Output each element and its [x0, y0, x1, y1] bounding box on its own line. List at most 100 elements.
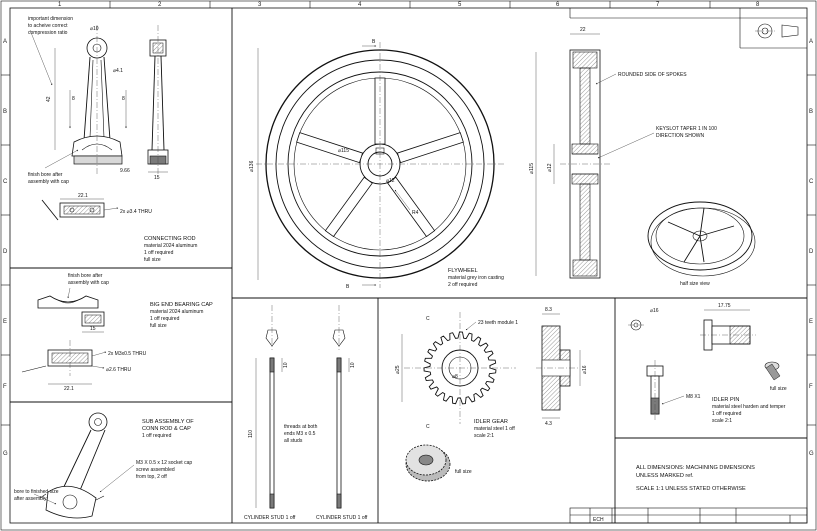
- conrod-holes-note: 2x ⌀3.4 THRU: [120, 209, 152, 215]
- row-label-d: D: [3, 249, 8, 255]
- cap-hole2-note: ⌀2.6 THRU: [106, 367, 132, 373]
- row-label-c: C: [3, 179, 8, 185]
- col-label-3: 3: [258, 2, 262, 8]
- col-label-4: 4: [358, 2, 362, 8]
- gear-width-dim: 8.3: [545, 307, 552, 313]
- row-label-a: A: [3, 39, 7, 45]
- cap-width-dim: 15: [90, 326, 96, 332]
- flywheel-note-direction: DIRECTION SHOWN: [656, 133, 704, 139]
- stud-length-dim: 110: [248, 430, 254, 438]
- idler-gear-isometric-view: full size: [405, 444, 472, 482]
- conrod-material: material 2024 aluminum: [144, 243, 197, 249]
- conrod-length-dim: 42: [46, 96, 52, 102]
- note-line-1: ALL DIMENSIONS: MACHINING DIMENSIONS: [636, 465, 755, 471]
- cap-holes-note: 2x M3x0.5 THRU: [108, 351, 147, 357]
- flywheel-note-keyslot: KEYSLOT TAPER 1 IN 100: [656, 126, 717, 132]
- gear-scale: scale 2:1: [474, 433, 494, 439]
- subassy-required: 1 off required: [142, 433, 172, 439]
- pin-scale: scale 2:1: [712, 418, 732, 424]
- row-label-a-right: A: [809, 39, 813, 45]
- gear-bore-dim: ⌀8: [452, 374, 458, 380]
- subassy-note-screws: M3 X 0.5 x 12 socket cap: [136, 460, 192, 466]
- note-line-2: UNLESS MARKED ref.: [636, 473, 694, 479]
- flywheel-section-view: 22 ⌀12 ⌀115 ROUNDED SIDE OF SPOKES KEYSL…: [529, 27, 717, 279]
- cap-scale: full size: [150, 323, 167, 329]
- cap-note-finish-bore: finish bore after: [68, 273, 103, 279]
- conrod-b-dim: 22.1: [78, 193, 88, 199]
- gear-hub-dim: ⌀16: [582, 365, 588, 374]
- flywheel-rim-dim: ⌀115: [338, 148, 349, 154]
- flywheel-spoke: [396, 132, 464, 164]
- flywheel-bore-dim: ⌀12: [386, 178, 395, 184]
- flywheel-note-spokes: ROUNDED SIDE OF SPOKES: [618, 72, 687, 78]
- stud-label-b: CYLINDER STUD 1 off: [316, 515, 368, 521]
- pin-iso-caption: full size: [770, 386, 787, 392]
- gear-face-dim: 4.3: [545, 421, 552, 427]
- flywheel-isometric-view: half size view: [647, 201, 756, 287]
- flywheel-material: material grey iron casting: [448, 275, 504, 281]
- col-label-6: 6: [556, 2, 560, 8]
- stud-label-a: CYLINDER STUD 1 off: [244, 515, 296, 521]
- conrod-note-important: important dimension: [28, 16, 73, 22]
- flywheel-required: 2 off required: [448, 282, 478, 288]
- flywheel-spoke: [296, 132, 364, 164]
- pin-thread-dim: M8 X1: [686, 394, 701, 400]
- cap-length-dim: 22.1: [64, 386, 74, 392]
- gear-title: IDLER GEAR: [474, 419, 508, 425]
- subassy-title2: CONN ROD & CAP: [142, 426, 191, 432]
- col-label-5: 5: [458, 2, 462, 8]
- pin-dia-dim: ⌀16: [650, 308, 659, 314]
- row-label-f-right: F: [809, 384, 813, 390]
- row-label-e: E: [3, 319, 7, 325]
- row-label-b-right: B: [809, 109, 813, 115]
- conrod-required: 1 off required: [144, 250, 174, 256]
- stud-note-threads3: all studs: [284, 438, 303, 444]
- flywheel-iso-caption: half size view: [680, 281, 710, 287]
- col-label-7: 7: [656, 2, 660, 8]
- flywheel-front-view: ⌀136 ⌀115 ⌀12 R4 B B FLYWHEEL material g…: [249, 39, 504, 290]
- flywheel-title: FLYWHEEL: [448, 268, 478, 274]
- flywheel-spokes: [296, 77, 464, 238]
- cap-note-assembly: assembly with cap: [68, 280, 109, 286]
- gear-section-top: C: [426, 316, 430, 322]
- gear-material: material steel 1 off: [474, 426, 515, 432]
- conrod-bore-dim: ⌀10: [90, 26, 99, 32]
- gear-note-teeth: 23 teeth module 1: [478, 320, 518, 326]
- stud-note-threads2: ends M3 x 0.5: [284, 431, 316, 437]
- gear-iso-caption: full size: [455, 469, 472, 475]
- flywheel-section-bore-dim: ⌀12: [547, 163, 553, 172]
- stud-note-threads: threads at both: [284, 424, 318, 430]
- title-block: ECH: [569, 507, 808, 524]
- pin-required: 1 off required: [712, 411, 742, 417]
- subassy-note-screws3: from top, 2 off: [136, 474, 167, 480]
- subassy-note-screws2: screw assembled: [136, 467, 175, 473]
- flywheel-spoke: [387, 176, 436, 238]
- title-block-drawn: ECH: [593, 517, 604, 523]
- flywheel-dia-dim: ⌀136: [249, 160, 255, 172]
- row-label-g: G: [3, 451, 8, 457]
- general-notes: ALL DIMENSIONS: MACHINING DIMENSIONS UNL…: [636, 465, 755, 492]
- pin-title: IDLER PIN: [712, 397, 739, 403]
- flywheel-section-label-bottom: B: [346, 284, 350, 290]
- conrod-section-b: 8: [122, 96, 125, 102]
- row-label-d-right: D: [809, 249, 814, 255]
- pin-isometric: full size: [764, 361, 787, 392]
- cap-title: BIG END BEARING CAP: [150, 302, 213, 308]
- conrod-title: CONNECTING ROD: [144, 236, 196, 242]
- conrod-note-compression: compression ratio: [28, 30, 68, 36]
- row-label-b: B: [3, 109, 7, 115]
- col-label-2: 2: [158, 2, 162, 8]
- sheet-inner-border: [9, 7, 808, 524]
- row-label-e-right: E: [809, 319, 813, 325]
- grid-columns: 1 2 3 4 5 6 7 8: [58, 1, 760, 8]
- col-label-8: 8: [756, 2, 760, 8]
- panel-dividers: [10, 8, 807, 523]
- cylinder-studs-views: 110 10 10 threads at both ends M3 x 0.5 …: [244, 305, 368, 521]
- pin-length-dim: 17.75: [718, 303, 731, 309]
- row-label-c-right: C: [809, 179, 814, 185]
- idler-pin-views: ⌀16 17.75 M8 X1 full size IDLER PIN mate…: [628, 303, 787, 424]
- conrod-note-achieve: to acheive correct: [28, 23, 68, 29]
- sub-assembly-view: SUB ASSEMBLY OF CONN ROD & CAP 1 off req…: [14, 412, 194, 519]
- projection-symbol: [755, 23, 799, 39]
